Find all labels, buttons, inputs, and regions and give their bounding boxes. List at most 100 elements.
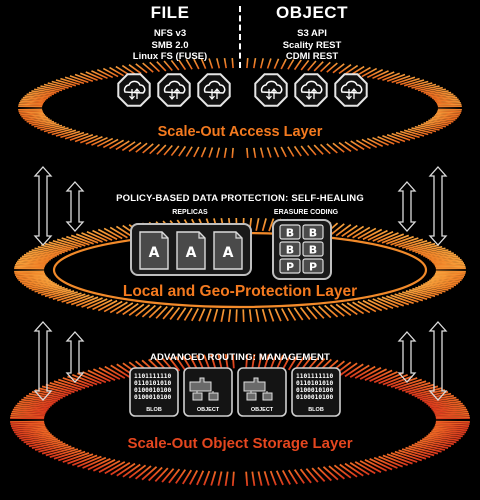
ring-tick	[407, 128, 429, 136]
ring-tick	[293, 469, 305, 484]
ring-tick	[44, 242, 72, 251]
ring-tick	[37, 86, 60, 93]
ring-tick	[408, 445, 439, 455]
ring-tick	[96, 68, 114, 79]
ring-tick	[75, 296, 99, 307]
ring-tick	[427, 253, 457, 260]
ring-tick	[203, 354, 211, 370]
ring-tick	[10, 412, 45, 417]
ring-tick	[116, 462, 136, 477]
ring-tick	[432, 116, 456, 121]
ring-tick	[326, 143, 338, 154]
ring-tick	[381, 296, 405, 307]
ring-tick	[414, 389, 446, 398]
ring-tick	[51, 128, 73, 136]
ring-tick	[227, 309, 232, 323]
ring-tick	[14, 271, 45, 275]
erasure-chunk: P	[279, 258, 301, 274]
file-protocol-item: NFS v3	[153, 28, 187, 39]
cloud-connector-icon	[197, 73, 231, 107]
ring-tick	[205, 308, 212, 322]
ring-tick	[434, 262, 465, 266]
ring-tick	[80, 134, 98, 144]
ring-tick	[401, 448, 431, 458]
cloud-connector-icon	[294, 73, 328, 107]
ring-tick	[28, 283, 57, 290]
ring-tick	[425, 90, 449, 96]
ring-tick	[432, 95, 456, 100]
ring-tick	[60, 130, 81, 139]
ring-tick	[220, 309, 225, 322]
ring-tick	[257, 354, 263, 369]
object-card	[237, 367, 287, 417]
ring-tick	[434, 425, 469, 430]
ring-tick	[51, 80, 73, 88]
replica-document-icon: A	[213, 231, 243, 270]
cloud-connector-icon	[117, 73, 151, 107]
ring-tick	[23, 396, 56, 404]
ring-tick	[28, 439, 61, 448]
ring-tick	[268, 308, 275, 322]
ring-tick	[109, 226, 128, 239]
storage-layer-title: Scale-Out Object Storage Layer	[127, 435, 353, 452]
ring-tick	[21, 98, 46, 102]
ring-tick	[382, 72, 400, 82]
ring-tick	[369, 457, 393, 471]
svg-text:B: B	[309, 227, 317, 240]
ring-tick	[141, 304, 156, 318]
ring-tick	[20, 100, 44, 104]
ring-tick	[82, 456, 107, 469]
ring-tick	[418, 285, 446, 293]
file-protocol-item: SMB 2.0	[151, 39, 189, 51]
ring-tick	[366, 137, 384, 148]
protocol-divider	[239, 6, 241, 68]
ring-tick	[428, 433, 461, 440]
ring-tick	[434, 114, 459, 118]
ring-tick	[287, 59, 295, 70]
ring-tick	[405, 383, 435, 394]
ring-tick	[427, 280, 457, 287]
document-icon	[243, 377, 273, 401]
ring-tick	[61, 293, 86, 303]
ring-tick	[420, 249, 449, 256]
ring-tick	[430, 278, 461, 283]
ring-tick	[293, 59, 302, 71]
ring-tick	[319, 143, 331, 155]
protection-layer-title: Local and Geo-Protection Layer	[122, 283, 358, 300]
ring-tick	[420, 284, 449, 291]
ring-tick	[426, 398, 459, 405]
ring-tick	[349, 462, 370, 476]
ring-tick	[62, 452, 90, 463]
replica-document-icon: A	[176, 231, 206, 270]
ring-tick	[341, 302, 358, 316]
ring-tick	[423, 250, 452, 257]
ring-tick	[307, 60, 317, 72]
replica-document-icon: A	[139, 231, 169, 270]
ring-tick	[135, 465, 152, 480]
ring-tick	[12, 408, 47, 413]
ring-tick	[433, 275, 463, 280]
ring-tick	[216, 147, 221, 158]
ring-tick	[357, 300, 377, 313]
ring-tick	[22, 115, 47, 120]
ring-tick	[135, 304, 151, 317]
ring-tick	[319, 61, 331, 73]
ring-tick	[414, 83, 437, 91]
ring-tick	[359, 367, 382, 380]
ring-tick	[335, 303, 352, 316]
ring-tick	[411, 127, 433, 134]
ring-tick	[103, 227, 123, 240]
ring-tick	[208, 147, 214, 158]
ring-tick	[115, 302, 134, 315]
ring-tick	[432, 276, 462, 282]
ring-tick	[135, 63, 148, 74]
ring-tick	[324, 304, 339, 318]
ring-tick	[55, 79, 77, 87]
ring-tick	[92, 299, 113, 311]
blob-card	[291, 367, 341, 417]
ring-tick	[257, 471, 263, 486]
ring-tick	[423, 122, 446, 128]
ring-tick	[21, 398, 54, 405]
ring-tick	[22, 96, 47, 101]
